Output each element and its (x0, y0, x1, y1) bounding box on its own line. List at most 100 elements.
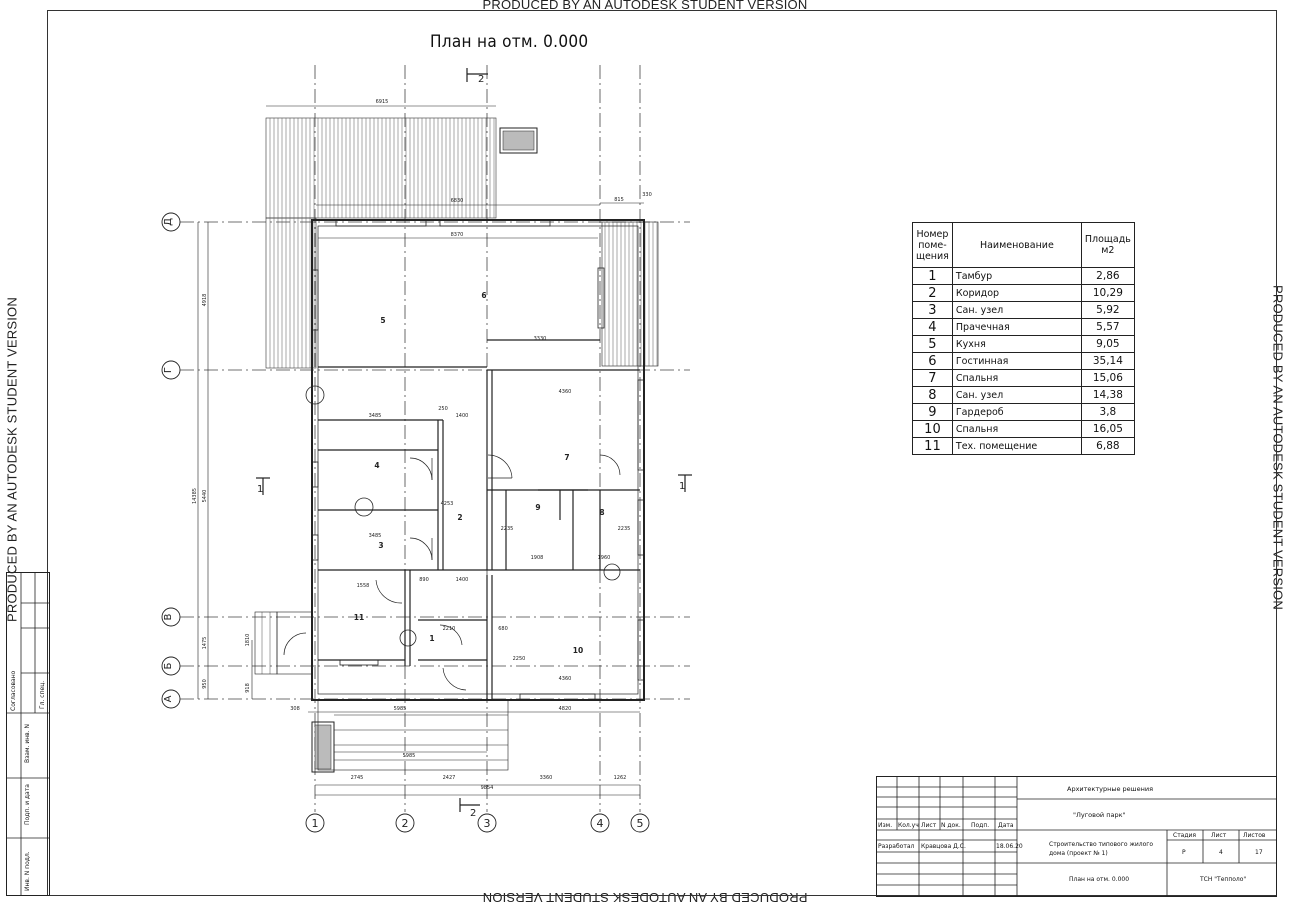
room-name: Сан. узел (951, 301, 1082, 319)
axis-bubble (161, 656, 181, 676)
dimension-label: 1262 (614, 775, 627, 781)
section-mark-label: 2 (470, 808, 476, 819)
dimension-label: 5440 (202, 490, 208, 503)
room-area: 15,06 (1080, 369, 1135, 387)
dimension-label: 3485 (369, 413, 382, 419)
dimension-label: 4918 (202, 294, 208, 307)
dimension-label: 1960 (598, 555, 611, 561)
stamp-sheets: 17 (1255, 849, 1263, 856)
room-name: Кухня (951, 335, 1082, 353)
stamp-col-ndok: N док. (941, 822, 961, 829)
room-area: 35,14 (1080, 352, 1135, 370)
room-area: 5,57 (1080, 318, 1135, 336)
room-name: Гардероб (951, 403, 1082, 421)
dimension-label: 1810 (245, 634, 251, 647)
room-area: 2,86 (1080, 267, 1135, 285)
room-number: 7 (912, 369, 953, 387)
dimension-label: 330 (642, 192, 652, 198)
room-label: 1 (429, 634, 434, 643)
stamp-stage-label: Стадия (1173, 832, 1197, 839)
room-name: Коридор (951, 284, 1082, 302)
stamp-stage: Р (1182, 849, 1186, 856)
plan-title: План на отм. 0.000 (430, 32, 589, 52)
room-number: 4 (912, 318, 953, 336)
dimension-label: 308 (290, 706, 300, 712)
dimension-label: 950 (202, 679, 208, 689)
stamp-sheet-label: Лист (1211, 832, 1227, 839)
axis-bubble (395, 813, 415, 833)
axis-label: 5 (637, 817, 644, 830)
room-area: 5,92 (1080, 301, 1135, 319)
side-podp-data: Подп. и дата (24, 784, 31, 825)
axis-bubble (161, 360, 181, 380)
axis-bubble (590, 813, 610, 833)
dimension-label: 1908 (531, 555, 544, 561)
dimension-label: 1558 (357, 583, 370, 589)
room-number: 8 (912, 386, 953, 404)
dimension-label: 4360 (559, 676, 572, 682)
dimension-label: 3360 (540, 775, 553, 781)
room-area: 14,38 (1080, 386, 1135, 404)
rooms-header-name: Наименование (951, 222, 1082, 268)
room-number: 5 (912, 335, 953, 353)
stamp-col-podp: Подп. (971, 822, 990, 829)
axis-label: Б (163, 662, 174, 669)
stamp-developer: Кравцова Д.С. (921, 843, 966, 850)
room-label: 4 (374, 461, 379, 470)
dimension-label: 4360 (559, 389, 572, 395)
dimension-label: 3330 (534, 336, 547, 342)
axis-label: Г (163, 367, 174, 373)
dimension-label: 3485 (369, 533, 382, 539)
room-area: 3,8 (1080, 403, 1135, 421)
dimension-label: 250 (438, 406, 448, 412)
axis-bubble (305, 813, 325, 833)
room-label: 9 (535, 503, 540, 512)
dimension-label: 815 (614, 197, 624, 203)
room-label: 8 (599, 508, 604, 517)
room-label: 2 (457, 513, 462, 522)
section-mark-label: 1 (257, 484, 263, 495)
dimension-label: 1400 (456, 577, 469, 583)
room-number: 2 (912, 284, 953, 302)
room-label: 10 (573, 646, 583, 655)
stamp-col-data: Дата (998, 822, 1014, 829)
axis-label: А (163, 695, 174, 702)
stamp-sheet-title: План на отм. 0.000 (1069, 876, 1130, 883)
dimension-label: 1400 (456, 413, 469, 419)
room-name: Тех. помещение (951, 437, 1082, 455)
axis-label: 2 (402, 817, 409, 830)
room-name: Сан. узел (951, 386, 1082, 404)
dimension-label: 4253 (441, 501, 454, 507)
room-name: Тамбур (951, 267, 1082, 285)
dimension-label: 5985 (394, 706, 407, 712)
room-number: 10 (912, 420, 953, 438)
dimension-label: 2745 (351, 775, 364, 781)
side-inv-podl: Инв. N подл. (24, 851, 31, 891)
stamp-col-list: Лист (921, 822, 937, 829)
room-label: 5 (380, 316, 385, 325)
stamp-description: Строительство типового жилого дома (прое… (1049, 841, 1154, 857)
dimension-label: 680 (498, 626, 508, 632)
axis-bubble (161, 212, 181, 232)
dimension-label: 4820 (559, 706, 572, 712)
dimension-label: 2427 (443, 775, 456, 781)
room-label: 11 (354, 613, 364, 622)
stamp-sheet: 4 (1219, 849, 1223, 856)
drawing-frame (47, 10, 1277, 896)
rooms-header-number: Номер поме-щения (912, 222, 953, 268)
title-block: Изм. Кол.уч Лист N док. Подп. Дата Разра… (876, 776, 1277, 897)
axis-bubble (161, 689, 181, 709)
dimension-label: 890 (419, 577, 429, 583)
dimension-label: 5985 (403, 753, 416, 759)
dimension-label: 918 (245, 683, 251, 693)
dimension-label: 6915 (376, 99, 389, 105)
side-soglasovano: Согласовано (10, 670, 17, 711)
room-label: 6 (481, 291, 486, 300)
